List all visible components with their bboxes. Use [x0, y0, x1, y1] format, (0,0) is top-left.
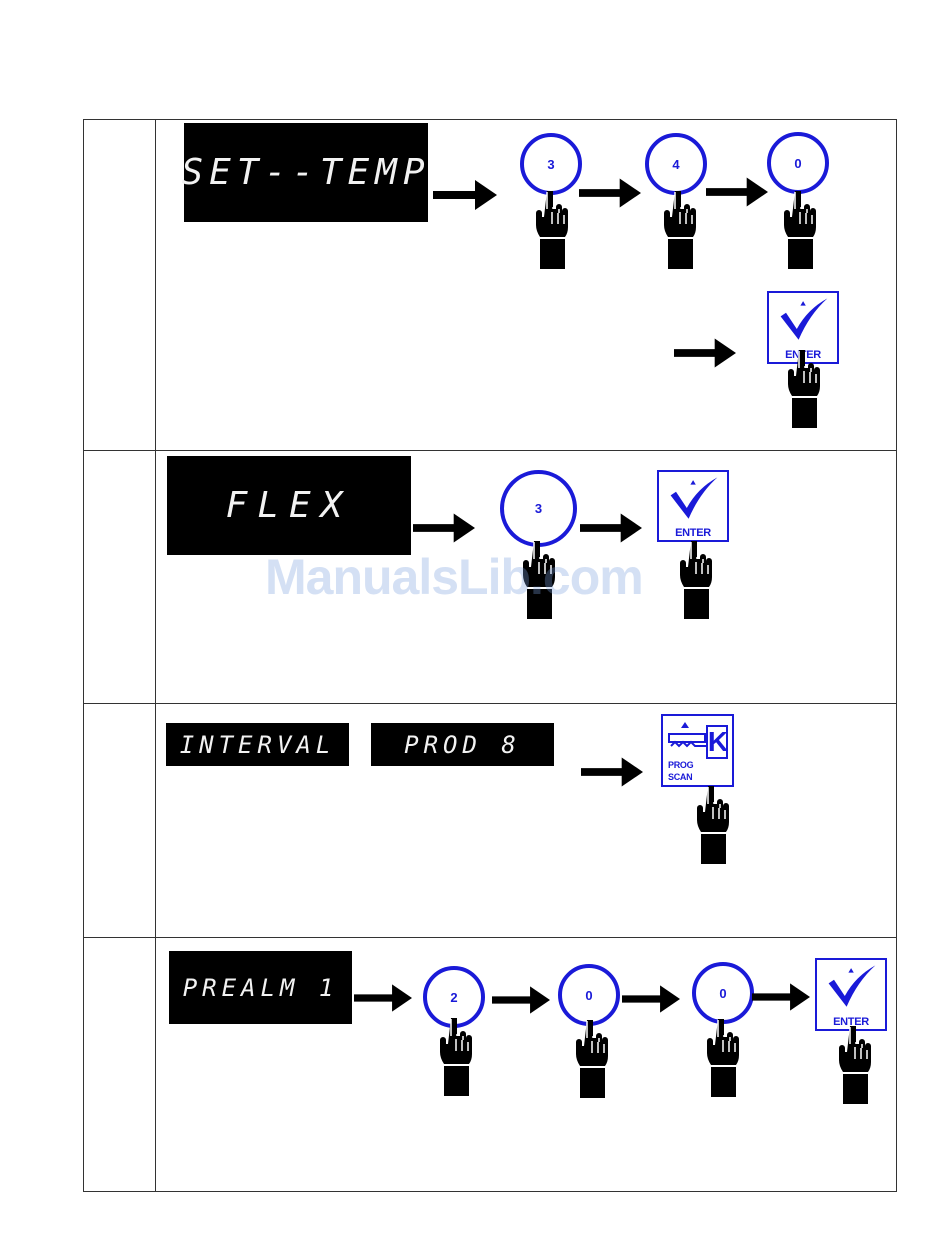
- procedure-table: [83, 119, 897, 1192]
- right-arrow-icon: [433, 180, 497, 210]
- right-arrow-icon: [579, 178, 641, 208]
- pointing-hand-icon: [839, 1026, 873, 1104]
- right-arrow-icon: [413, 513, 475, 543]
- pointing-hand-icon: [788, 350, 822, 428]
- pointing-hand-icon: [536, 191, 570, 269]
- lcd-display-prod: PROD 8: [371, 723, 554, 766]
- checkmark-icon: [777, 297, 831, 343]
- key-0[interactable]: 0: [692, 962, 754, 1024]
- enter-button[interactable]: ENTER: [657, 470, 729, 542]
- key-3[interactable]: 3: [520, 133, 582, 195]
- pointing-hand-icon: [680, 541, 714, 619]
- lcd-display-interval: INTERVAL: [166, 723, 349, 766]
- key-3[interactable]: 3: [500, 470, 577, 547]
- prog-label: PROG: [668, 760, 732, 770]
- right-arrow-icon: [674, 338, 736, 368]
- key-0[interactable]: 0: [558, 964, 620, 1026]
- pointing-hand-icon: [784, 191, 818, 269]
- lcd-display-set-temp: SET--TEMP: [184, 123, 428, 222]
- key-4[interactable]: 4: [645, 133, 707, 195]
- checkmark-icon: [825, 964, 879, 1010]
- checkmark-icon: [667, 476, 721, 522]
- right-arrow-icon: [581, 757, 643, 787]
- pointing-hand-icon: [697, 786, 731, 864]
- pointing-hand-icon: [576, 1020, 610, 1098]
- right-arrow-icon: [492, 985, 550, 1015]
- right-arrow-icon: [622, 984, 680, 1014]
- pointing-hand-icon: [707, 1019, 741, 1097]
- right-arrow-icon: [354, 983, 412, 1013]
- row-divider: [83, 703, 897, 704]
- enter-label: ENTER: [659, 527, 727, 539]
- key-0[interactable]: 0: [767, 132, 829, 194]
- right-arrow-icon: [752, 982, 810, 1012]
- right-arrow-icon: [706, 177, 768, 207]
- enter-button[interactable]: ENTER: [815, 958, 887, 1031]
- prog-scan-button[interactable]: K PROG SCAN: [661, 714, 734, 787]
- pointing-hand-icon: [440, 1018, 474, 1096]
- k-letter: K: [707, 726, 729, 758]
- lcd-display-prealm: PREALM 1: [169, 951, 352, 1024]
- row-divider: [83, 450, 897, 451]
- lcd-display-flex: FLEX: [167, 456, 411, 555]
- row-divider: [83, 937, 897, 938]
- pointing-hand-icon: [664, 191, 698, 269]
- column-divider: [155, 119, 156, 1192]
- watermark: ManualsLib.com: [265, 548, 643, 606]
- right-arrow-icon: [580, 513, 642, 543]
- scan-label: SCAN: [668, 772, 732, 782]
